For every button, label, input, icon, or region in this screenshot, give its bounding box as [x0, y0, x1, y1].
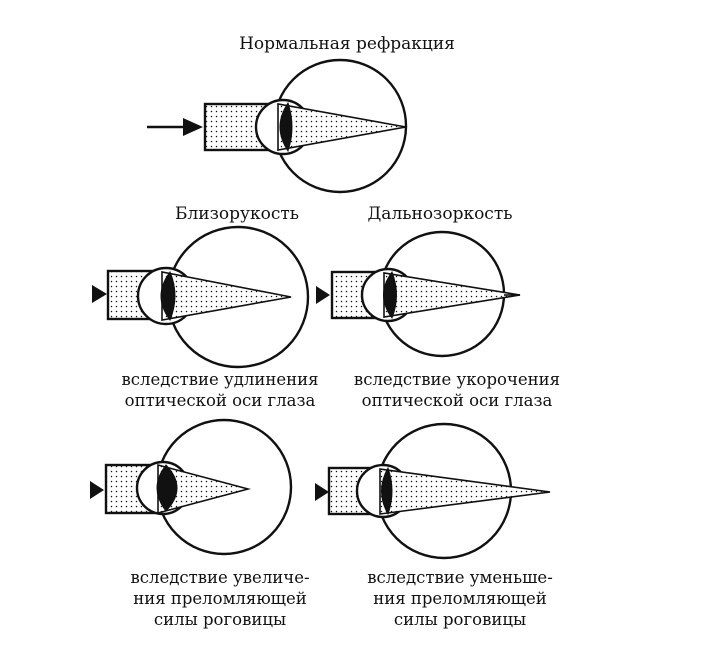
- caption-hyperopia-refractive: вследствие уменьше- ния преломляющей сил…: [335, 567, 585, 630]
- heading-hyperopia: Дальнозоркость: [367, 204, 513, 224]
- caption-myopia-axial: вследствие удлинения оптической оси глаз…: [100, 369, 340, 411]
- arrow-icon: [92, 285, 107, 303]
- light-cone: [277, 103, 407, 151]
- caption-line: оптической оси глаза: [361, 391, 553, 410]
- caption-line: вследствие укорочения: [353, 370, 561, 389]
- caption-line: оптической оси глаза: [124, 391, 316, 410]
- lens: [383, 270, 397, 320]
- arrow-icon: [90, 481, 104, 499]
- eye-myopia-axial: [106, 225, 310, 369]
- caption-line: вследствие удлинения: [121, 370, 319, 389]
- eye-hyperopia-refractive: [327, 422, 551, 560]
- eye-myopia-refractive: [104, 418, 293, 556]
- caption-line: вследствие уменьше-: [367, 568, 553, 587]
- lens: [160, 270, 176, 322]
- caption-myopia-refractive: вследствие увеличе- ния преломляющей сил…: [100, 567, 340, 630]
- caption-line: ния преломляющей: [133, 589, 307, 608]
- eye-normal: [203, 58, 408, 194]
- lens: [279, 101, 293, 153]
- arrow-icon: [147, 118, 203, 136]
- arrow-icon: [315, 483, 329, 501]
- heading-myopia: Близорукость: [174, 204, 300, 224]
- lens: [381, 466, 393, 516]
- diagram-title: Нормальная рефракция: [239, 34, 455, 54]
- caption-line: вследствие увеличе-: [130, 568, 310, 587]
- arrow-icon: [316, 286, 330, 304]
- caption-hyperopia-axial: вследствие укорочения оптической оси гла…: [332, 369, 582, 411]
- light-cone: [379, 468, 551, 515]
- caption-line: силы роговицы: [393, 610, 527, 629]
- eye-hyperopia-axial: [330, 230, 521, 358]
- lens: [156, 464, 178, 512]
- caption-line: ния преломляющей: [373, 589, 547, 608]
- caption-line: силы роговицы: [153, 610, 287, 629]
